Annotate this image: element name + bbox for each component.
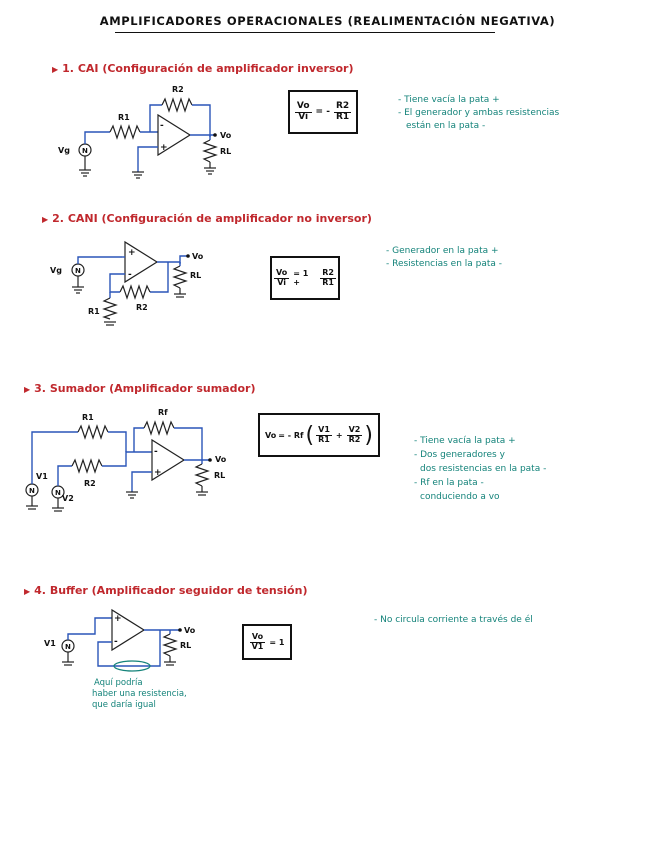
note-line: están en la pata - (406, 121, 486, 131)
resistor-r2-icon (119, 284, 151, 300)
note-line: - Dos generadores y (414, 450, 505, 460)
note-line: dos resistencias en la pata - (420, 464, 547, 474)
section-3-heading-text: 3. Sumador (Amplificador sumador) (34, 382, 256, 395)
section-4-notes: - No circula corriente a través de él (374, 614, 533, 627)
resistor-r2-icon (161, 97, 193, 113)
svg-text:+: + (128, 248, 136, 258)
opamp-icon (124, 240, 159, 284)
label-r1: R1 (118, 113, 130, 122)
section-2-heading-text: 2. CANI (Configuración de amplificador n… (52, 212, 372, 225)
svg-text:+: + (114, 614, 122, 624)
circuit-cai: N Vg R1 R2 - + Vo RL (58, 85, 232, 179)
note-line: - Tiene vacía la pata + (398, 95, 500, 105)
svg-text:N: N (29, 487, 35, 495)
buffer-annotation: Aquí podría haber una resistencia, que d… (92, 678, 187, 711)
label-v2: V2 (62, 494, 74, 503)
opamp-icon (157, 113, 192, 157)
label-r2: R2 (172, 85, 184, 94)
label-rl: RL (180, 641, 191, 650)
label-vo: Vo (220, 131, 232, 140)
note-line: - Tiene vacía la pata + (414, 436, 516, 446)
label-vo: Vo (192, 252, 204, 261)
annotation-line: haber una resistencia, (92, 689, 187, 699)
note-line: - Resistencias en la pata - (386, 259, 503, 269)
svg-text:-: - (160, 121, 164, 131)
resistor-r1-icon (102, 297, 118, 320)
annotation-ellipse-icon (113, 660, 151, 672)
resistor-r1-icon (109, 124, 141, 140)
svg-text:-: - (114, 637, 118, 647)
section-3-heading: ▶3. Sumador (Amplificador sumador) (24, 382, 256, 395)
note-line: - Generador en la pata + (386, 246, 499, 256)
title-underline (115, 32, 495, 33)
label-r2: R2 (84, 479, 96, 488)
bullet-icon: ▶ (24, 385, 31, 394)
label-v1: V1 (36, 472, 48, 481)
svg-text:-: - (128, 270, 132, 280)
opamp-icon (151, 438, 186, 482)
svg-text:+: + (154, 468, 162, 478)
svg-text:+: + (160, 143, 168, 153)
resistor-r1-icon (77, 424, 109, 440)
label-vg: Vg (50, 266, 62, 275)
opamp-icon (111, 608, 146, 652)
label-rl: RL (220, 147, 231, 156)
svg-text:-: - (154, 447, 158, 457)
bullet-icon: ▶ (24, 587, 31, 596)
resistor-rl-icon (172, 265, 188, 289)
label-vg: Vg (58, 146, 70, 155)
svg-text:N: N (65, 643, 71, 651)
svg-text:N: N (82, 147, 88, 155)
svg-text:N: N (55, 489, 61, 497)
resistor-rl-icon (202, 139, 218, 163)
note-line: - Rf en la pata - (414, 478, 484, 488)
annotation-line: Aquí podría (94, 678, 143, 688)
label-vo: Vo (215, 455, 227, 464)
label-rl: RL (214, 471, 225, 480)
note-line: - El generador y ambas resistencias (398, 108, 560, 118)
label-v1: V1 (44, 639, 56, 648)
section-2-notes: - Generador en la pata + - Resistencias … (386, 245, 502, 271)
resistor-rl-icon (194, 463, 210, 487)
resistor-r2-icon (71, 458, 103, 474)
page-title: AMPLIFICADORES OPERACIONALES (REALIMENTA… (99, 14, 556, 28)
label-r2: R2 (136, 303, 148, 312)
resistor-rf-icon (143, 420, 175, 436)
section-1-heading: ▶1. CAI (Configuración de amplificador i… (52, 62, 354, 75)
resistor-rl-icon (162, 633, 178, 657)
circuit-buffer: N V1 + - Vo RL (44, 608, 196, 672)
section-4-heading: ▶4. Buffer (Amplificador seguidor de ten… (24, 584, 307, 597)
section-4-heading-text: 4. Buffer (Amplificador seguidor de tens… (34, 584, 308, 597)
bullet-icon: ▶ (42, 215, 49, 224)
label-vo: Vo (184, 626, 196, 635)
section-3-notes: - Tiene vacía la pata + - Dos generadore… (414, 434, 546, 504)
section-2-heading: ▶2. CANI (Configuración de amplificador … (42, 212, 372, 225)
circuit-sumador: N V1 R1 N V2 R2 Rf - + (25, 408, 227, 512)
section-1-notes: - Tiene vacía la pata + - El generador y… (398, 94, 559, 133)
circuit-cani: N Vg + - Vo RL R2 R1 (50, 240, 204, 326)
label-rl: RL (190, 271, 201, 280)
label-r1: R1 (82, 413, 94, 422)
label-rf: Rf (158, 408, 168, 417)
label-r1: R1 (88, 307, 100, 316)
annotation-line: que daría igual (92, 700, 156, 710)
svg-text:N: N (75, 267, 81, 275)
note-line: conduciendo a vo (420, 492, 500, 502)
section-1-heading-text: 1. CAI (Configuración de amplificador in… (62, 62, 354, 75)
note-line: - No circula corriente a través de él (374, 615, 533, 625)
bullet-icon: ▶ (52, 65, 59, 74)
